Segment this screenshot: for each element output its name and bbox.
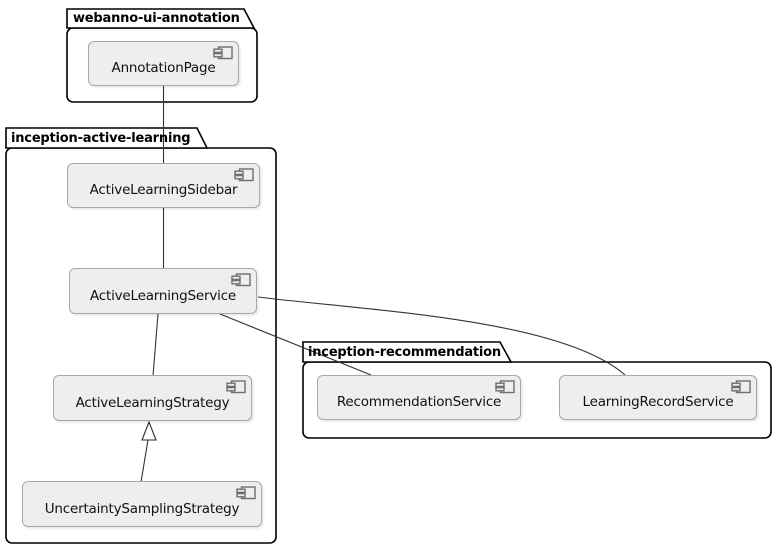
component-recommendationservice: RecommendationService <box>317 375 521 420</box>
component-label: UncertaintySamplingStrategy <box>44 500 240 517</box>
component-icon <box>236 486 256 500</box>
package-tab-inception-active-learning <box>5 127 209 149</box>
package-tab-inception-recommendation <box>302 341 513 363</box>
component-icon <box>231 273 251 287</box>
package-tab-webanno-ui-annotation <box>66 8 256 29</box>
component-icon <box>731 380 751 394</box>
component-label: LearningRecordService <box>582 394 734 410</box>
package-label-inception-active-learning: inception-active-learning <box>11 131 191 146</box>
component-annotationpage: AnnotationPage <box>88 41 239 86</box>
package-label-inception-recommendation: inception-recommendation <box>308 345 501 360</box>
generalization-arrowhead <box>141 420 157 441</box>
component-label: ActiveLearningStrategy <box>75 394 230 411</box>
component-activelearningstrategy: ActiveLearningStrategy <box>53 375 252 421</box>
component-icon <box>226 380 246 394</box>
edge-activelearningservice-learningrecordservice <box>257 296 626 376</box>
component-learningrecordservice: LearningRecordService <box>559 375 757 420</box>
component-icon <box>213 46 233 60</box>
edge-activelearningservice-activelearningstrategy <box>152 313 159 377</box>
component-icon <box>234 168 254 182</box>
component-activelearningservice: ActiveLearningService <box>69 268 257 314</box>
component-icon <box>495 380 515 394</box>
component-label: AnnotationPage <box>111 60 216 76</box>
edge-activelearningservice-recommendationservice <box>219 313 372 376</box>
component-label: ActiveLearningService <box>89 287 237 304</box>
component-label: ActiveLearningSidebar <box>89 182 238 198</box>
component-activelearningsidebar: ActiveLearningSidebar <box>67 163 260 208</box>
edge-uncertaintysamplingstrategy-activelearningstrategy <box>140 439 149 483</box>
component-uncertaintysamplingstrategy: UncertaintySamplingStrategy <box>22 481 262 527</box>
component-label: RecommendationService <box>336 394 502 410</box>
package-label-webanno-ui-annotation: webanno-ui-annotation <box>73 11 240 26</box>
